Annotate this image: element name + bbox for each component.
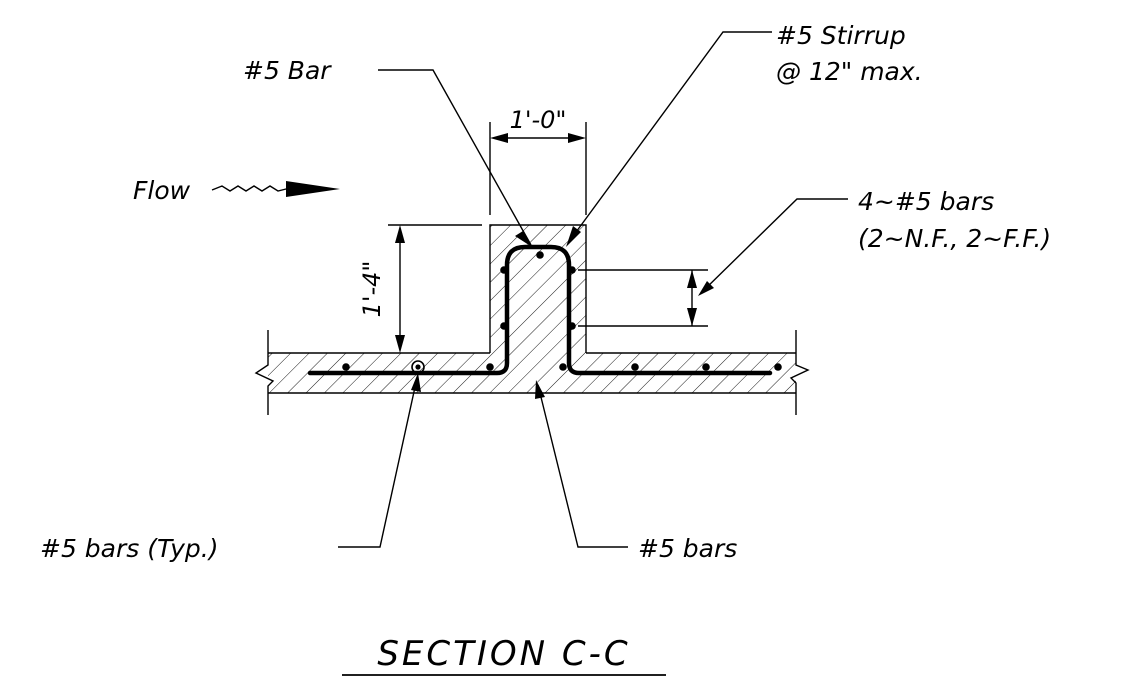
label-stirrup-line1: #5 Stirrup (776, 21, 906, 50)
label-bars-bottom: #5 bars (535, 380, 737, 563)
label-bars-typ: #5 bars (Typ.) (40, 373, 421, 563)
concrete-wall (489, 224, 587, 353)
width-dimension-label: 1'-0" (510, 106, 567, 134)
label-bar-text: #5 Bar (243, 56, 332, 85)
flow-label: Flow (133, 176, 191, 205)
label-bar: #5 Bar (243, 56, 532, 247)
label-stirrup-line2: @ 12" max. (776, 57, 923, 86)
label-stirrup: #5 Stirrup @ 12" max. (566, 21, 923, 247)
rebar-dots (342, 251, 782, 374)
section-title-text: SECTION C-C (377, 634, 630, 674)
label-four-bars-line2: (2~N.F., 2~F.F.) (858, 224, 1051, 253)
stirrup-bar (307, 244, 773, 376)
bar-spacing-dimension (578, 269, 708, 327)
label-bars-typ-text: #5 bars (Typ.) (40, 534, 218, 563)
label-four-bars-line1: 4~#5 bars (858, 187, 994, 216)
height-dimension: 1'-4" (358, 224, 482, 353)
width-dimension: 1'-0" (489, 106, 587, 215)
label-bars-bottom-text: #5 bars (638, 534, 737, 563)
section-title: SECTION C-C (342, 634, 666, 676)
label-four-bars: 4~#5 bars (2~N.F., 2~F.F.) (698, 187, 1051, 296)
flow-arrow: Flow (133, 176, 340, 205)
height-dimension-label: 1'-4" (358, 261, 386, 318)
